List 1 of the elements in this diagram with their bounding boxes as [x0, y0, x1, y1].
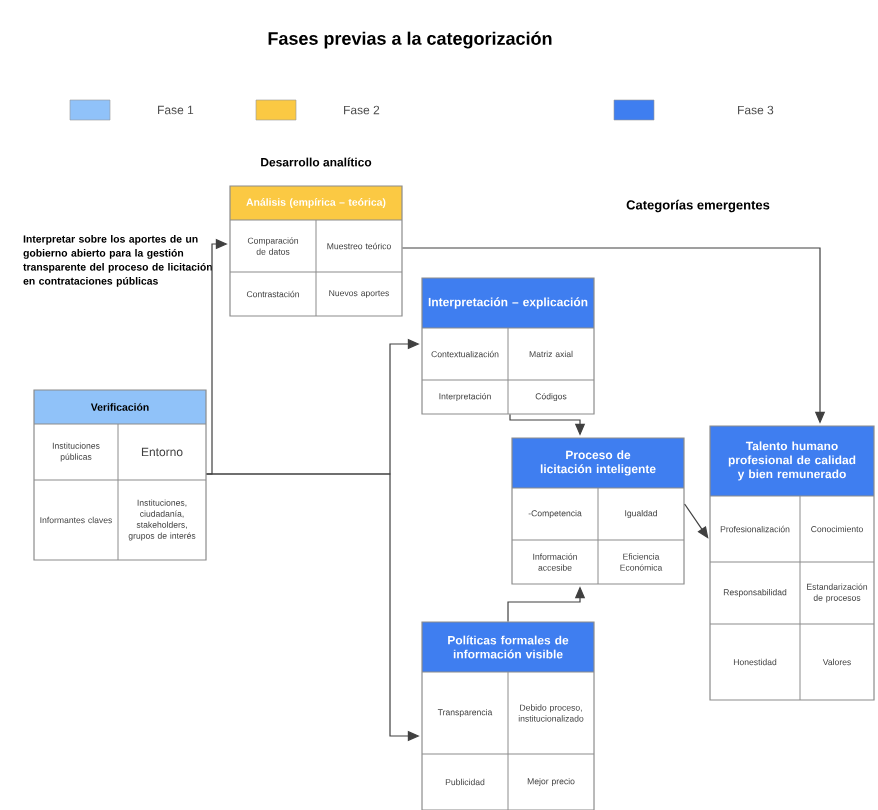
title: Fases previas a la categorización: [268, 31, 552, 49]
